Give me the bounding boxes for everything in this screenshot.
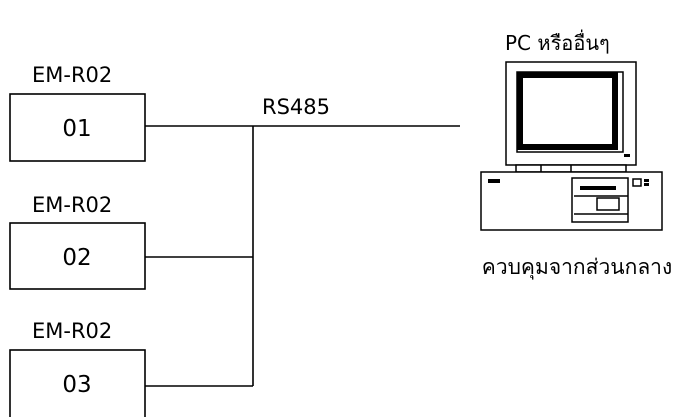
monitor-power-led bbox=[624, 154, 630, 157]
device-1-box bbox=[9, 93, 146, 162]
front-button-1 bbox=[632, 178, 642, 187]
floppy-slot bbox=[580, 186, 616, 190]
pc-label: PC หรืออื่นๆ bbox=[505, 29, 610, 55]
device-3: EM-R02 03 bbox=[9, 319, 146, 417]
front-button-3 bbox=[644, 183, 649, 186]
pc-caption: ควบคุมจากส่วนกลาง bbox=[482, 255, 672, 280]
device-3-id: 03 bbox=[62, 372, 91, 398]
system-unit-led bbox=[488, 179, 500, 183]
device-1-id: 01 bbox=[62, 116, 91, 142]
rs485-bus bbox=[145, 125, 460, 387]
device-2: EM-R02 02 bbox=[9, 193, 146, 290]
device-1: EM-R02 01 bbox=[9, 63, 146, 162]
desktop-computer-icon bbox=[480, 61, 663, 231]
device-2-model: EM-R02 bbox=[32, 193, 112, 217]
monitor-screen bbox=[517, 72, 618, 150]
device-3-model: EM-R02 bbox=[32, 319, 112, 343]
front-button-2 bbox=[644, 179, 649, 182]
device-2-id: 02 bbox=[62, 245, 91, 271]
device-1-model: EM-R02 bbox=[32, 63, 112, 87]
device-2-box bbox=[9, 222, 146, 290]
cd-drive bbox=[596, 197, 620, 211]
device-3-box bbox=[9, 349, 146, 417]
bus-label: RS485 bbox=[262, 95, 330, 119]
